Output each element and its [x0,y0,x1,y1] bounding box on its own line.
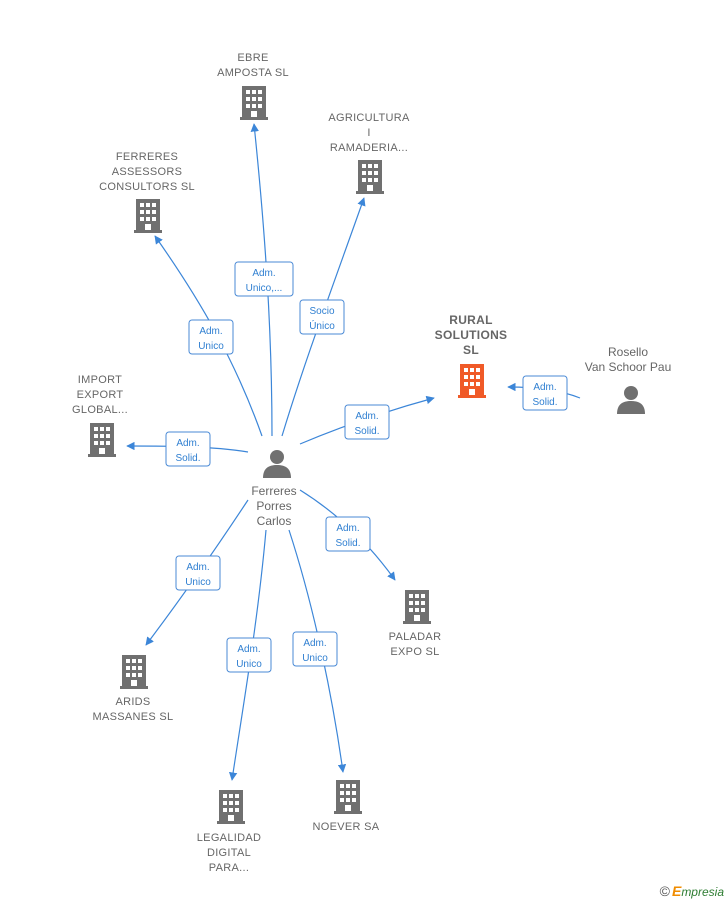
svg-text:Ferreres: Ferreres [251,484,296,498]
svg-text:Adm.: Adm. [176,438,199,449]
svg-text:I: I [367,127,370,139]
company-node-import[interactable]: IMPORT EXPORT GLOBAL... [72,374,128,457]
svg-text:IMPORT: IMPORT [78,374,122,386]
person-icon [263,450,291,478]
svg-text:PALADAR: PALADAR [389,631,442,643]
edge-label-legalidad[interactable]: Adm. Unico [226,637,272,673]
svg-text:MASSANES SL: MASSANES SL [93,711,174,723]
edge-label-ferreres-assessors[interactable]: Adm. Unico [188,319,234,355]
copyright-symbol: © [659,883,670,899]
svg-text:Unico: Unico [185,577,211,588]
building-icon [240,86,268,120]
company-node-arids[interactable]: ARIDS MASSANES SL [93,655,174,723]
company-node-noever[interactable]: NOEVER SA [313,780,380,833]
edge-label-arids[interactable]: Adm. Unico [175,555,221,591]
company-node-agricultura[interactable]: AGRICULTURA I RAMADERIA... [328,112,410,194]
svg-text:EXPORT: EXPORT [77,389,124,401]
brand-logo-initial: E [671,883,682,899]
svg-text:Van Schoor Pau: Van Schoor Pau [585,360,672,374]
svg-text:EBRE: EBRE [237,52,268,64]
company-node-paladar[interactable]: PALADAR EXPO SL [389,590,442,658]
person-node-rosello[interactable]: Rosello Van Schoor Pau [585,345,672,414]
building-icon [120,655,148,689]
svg-text:Unico: Unico [236,659,262,670]
svg-text:Adm.: Adm. [336,523,359,534]
brand-footer: ©Empresia [660,883,724,899]
svg-text:LEGALIDAD: LEGALIDAD [197,832,261,844]
edge-label-ebre[interactable]: Adm. Unico,... [234,261,294,297]
svg-text:Unico: Unico [198,341,224,352]
svg-text:CONSULTORS SL: CONSULTORS SL [99,181,195,193]
svg-text:Carlos: Carlos [257,514,292,528]
company-node-ferreres-assessors[interactable]: FERRERES ASSESSORS CONSULTORS SL [99,151,195,233]
building-icon [217,790,245,824]
person-nodes: Ferreres Porres Carlos Rosello Van Schoo… [251,345,671,528]
edge-label-import[interactable]: Adm. Solid. [165,431,211,467]
svg-text:Socio: Socio [309,306,334,317]
svg-text:RURAL: RURAL [449,313,493,327]
person-icon [617,386,645,414]
brand-logo-text: mpresia [681,885,724,899]
edge-labels: Adm. Unico,... Socio Único Adm. Unico Ad… [165,261,568,673]
edge-label-agricultura[interactable]: Socio Único [299,299,345,335]
edge-label-rural-ferreres[interactable]: Adm. Solid. [344,404,390,440]
edge-label-rural-rosello[interactable]: Adm. Solid. [522,375,568,411]
svg-text:Adm.: Adm. [355,411,378,422]
edge-label-noever[interactable]: Adm. Unico [292,631,338,667]
svg-text:Unico: Unico [302,653,328,664]
svg-text:Único: Único [309,319,335,332]
svg-text:Adm.: Adm. [303,638,326,649]
svg-text:Solid.: Solid. [354,426,379,437]
svg-text:ARIDS: ARIDS [115,696,150,708]
building-icon [403,590,431,624]
svg-text:GLOBAL...: GLOBAL... [72,404,128,416]
edge-label-paladar[interactable]: Adm. Solid. [325,516,371,552]
company-node-legalidad[interactable]: LEGALIDAD DIGITAL PARA... [197,790,261,874]
svg-text:Rosello: Rosello [608,345,648,359]
building-icon [356,160,384,194]
svg-text:Solid.: Solid. [175,453,200,464]
svg-text:PARA...: PARA... [209,862,249,874]
svg-text:DIGITAL: DIGITAL [207,847,251,859]
svg-text:Unico,...: Unico,... [246,283,283,294]
svg-text:Solid.: Solid. [335,538,360,549]
svg-text:SL: SL [463,343,479,357]
svg-text:NOEVER SA: NOEVER SA [313,821,380,833]
svg-text:SOLUTIONS: SOLUTIONS [435,328,508,342]
svg-text:EXPO SL: EXPO SL [390,646,439,658]
building-icon [88,423,116,457]
svg-text:FERRERES: FERRERES [116,151,178,163]
svg-text:RAMADERIA...: RAMADERIA... [330,142,408,154]
svg-text:Solid.: Solid. [532,397,557,408]
svg-text:Adm.: Adm. [533,382,556,393]
svg-text:ASSESSORS: ASSESSORS [112,166,183,178]
svg-text:Adm.: Adm. [186,562,209,573]
building-icon [458,364,486,398]
svg-text:AMPOSTA SL: AMPOSTA SL [217,67,289,79]
company-nodes: EBRE AMPOSTA SL AGRICULTURA I RAMADERIA.… [72,52,507,874]
building-icon [134,199,162,233]
svg-text:AGRICULTURA: AGRICULTURA [328,112,410,124]
company-node-rural[interactable]: RURAL SOLUTIONS SL [435,313,508,398]
company-node-ebre[interactable]: EBRE AMPOSTA SL [217,52,289,120]
svg-text:Adm.: Adm. [237,644,260,655]
svg-text:Adm.: Adm. [252,268,275,279]
person-node-ferreres-porres[interactable]: Ferreres Porres Carlos [251,450,297,528]
building-icon [334,780,362,814]
svg-text:Adm.: Adm. [199,326,222,337]
svg-text:Porres: Porres [256,499,291,513]
